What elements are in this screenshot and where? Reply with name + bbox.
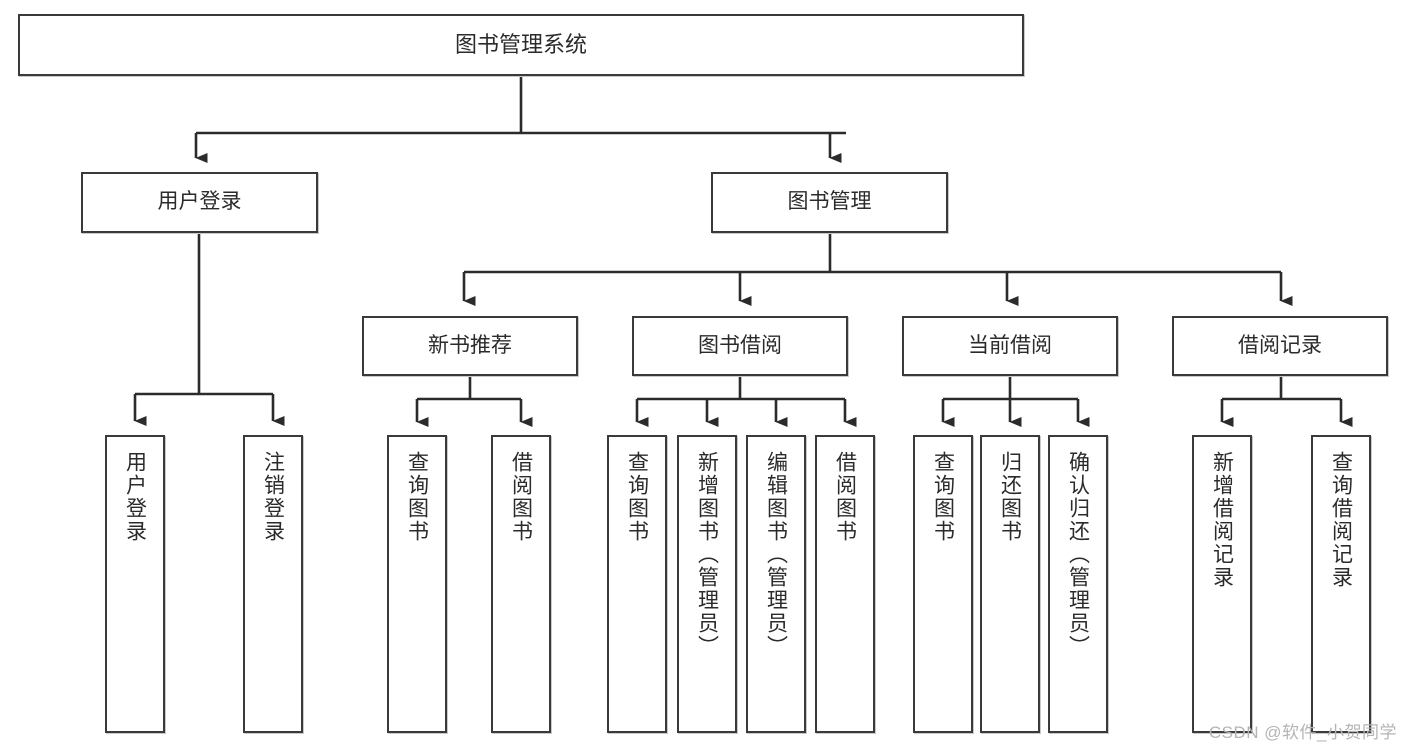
node-book-borrow-label: 图书借阅 xyxy=(698,333,782,357)
leaf-borrow-query-book-label: 查询图书 xyxy=(625,451,649,543)
node-current-borrow-label: 当前借阅 xyxy=(968,333,1052,357)
leaf-new-book-query[interactable]: 查询图书 xyxy=(387,435,447,733)
leaf-borrow-edit-book-label: 编辑图书（管理员） xyxy=(764,451,788,658)
leaf-borrow-edit-book[interactable]: 编辑图书（管理员） xyxy=(746,435,806,733)
node-current-borrow[interactable]: 当前借阅 xyxy=(902,316,1118,376)
node-book-borrow[interactable]: 图书借阅 xyxy=(632,316,848,376)
node-borrow-record[interactable]: 借阅记录 xyxy=(1172,316,1388,376)
node-new-book-recommend[interactable]: 新书推荐 xyxy=(362,316,578,376)
leaf-user-login-login-label: 用户登录 xyxy=(123,451,147,543)
node-user-login[interactable]: 用户登录 xyxy=(81,172,318,233)
leaf-record-add-record[interactable]: 新增借阅记录 xyxy=(1192,435,1252,733)
leaf-borrow-add-book-label: 新增图书（管理员） xyxy=(695,451,719,658)
leaf-current-query-book[interactable]: 查询图书 xyxy=(913,435,973,733)
node-borrow-record-label: 借阅记录 xyxy=(1238,333,1322,357)
node-root[interactable]: 图书管理系统 xyxy=(18,14,1024,76)
node-book-management-label: 图书管理 xyxy=(787,190,872,214)
leaf-record-query-record-label: 查询借阅记录 xyxy=(1329,451,1353,589)
leaf-user-login-logout[interactable]: 注销登录 xyxy=(243,435,303,733)
node-book-management[interactable]: 图书管理 xyxy=(711,172,948,233)
leaf-current-confirm-return[interactable]: 确认归还（管理员） xyxy=(1048,435,1108,733)
leaf-new-book-borrow-label: 借阅图书 xyxy=(509,451,533,543)
leaf-current-return-book[interactable]: 归还图书 xyxy=(980,435,1040,733)
leaf-new-book-borrow[interactable]: 借阅图书 xyxy=(491,435,551,733)
leaf-new-book-query-label: 查询图书 xyxy=(405,451,429,543)
leaf-borrow-add-book[interactable]: 新增图书（管理员） xyxy=(677,435,737,733)
node-user-login-label: 用户登录 xyxy=(157,190,242,214)
leaf-current-return-book-label: 归还图书 xyxy=(998,451,1022,543)
leaf-borrow-borrow-book-label: 借阅图书 xyxy=(833,451,857,543)
leaf-borrow-borrow-book[interactable]: 借阅图书 xyxy=(815,435,875,733)
leaf-current-confirm-return-label: 确认归还（管理员） xyxy=(1066,451,1090,658)
leaf-borrow-query-book[interactable]: 查询图书 xyxy=(607,435,667,733)
node-new-book-recommend-label: 新书推荐 xyxy=(428,333,512,357)
leaf-user-login-logout-label: 注销登录 xyxy=(261,451,285,543)
leaf-record-add-record-label: 新增借阅记录 xyxy=(1210,451,1234,589)
leaf-current-query-book-label: 查询图书 xyxy=(931,451,955,543)
leaf-user-login-login[interactable]: 用户登录 xyxy=(105,435,165,733)
node-root-label: 图书管理系统 xyxy=(454,32,587,58)
leaf-record-query-record[interactable]: 查询借阅记录 xyxy=(1311,435,1371,733)
